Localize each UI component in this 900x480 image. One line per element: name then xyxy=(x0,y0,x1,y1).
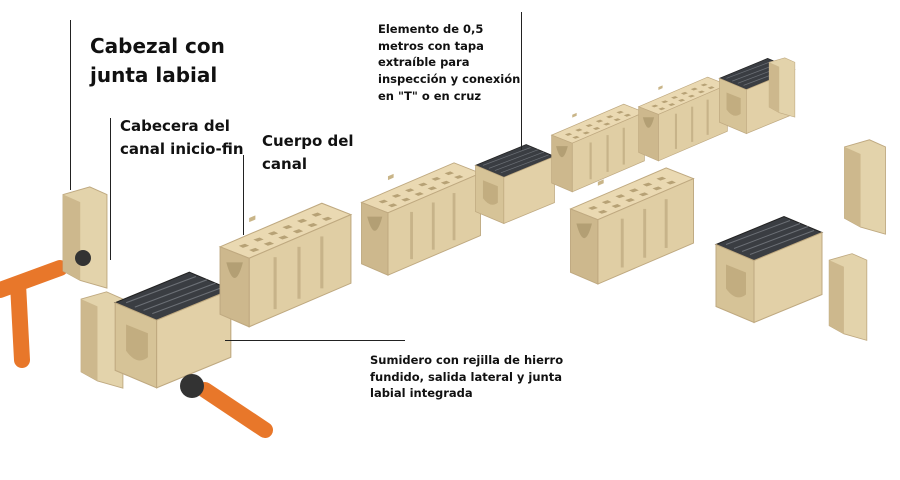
label-line: canal xyxy=(262,155,307,174)
end-cap-far xyxy=(768,57,796,118)
t-element-grate xyxy=(475,144,555,224)
label-line: Cuerpo del xyxy=(262,132,354,150)
label-cabecera: Cabecera del canal inicio-fin xyxy=(120,115,244,162)
label-line: inspección y conexión xyxy=(378,72,521,87)
leader-line-elemento xyxy=(521,12,522,150)
label-line: canal inicio-fin xyxy=(120,140,244,159)
leader-line-cabecera xyxy=(110,118,111,260)
channel-body-2 xyxy=(360,161,482,277)
label-line: labial integrada xyxy=(370,386,473,401)
sump-with-grate xyxy=(114,271,232,389)
channel-body-3 xyxy=(550,102,646,194)
end-cap-top xyxy=(62,186,108,289)
channel-body-1 xyxy=(218,201,353,329)
leader-line-cabezal xyxy=(70,20,71,190)
branch-end-cap-2 xyxy=(828,253,868,341)
label-elemento: Elemento de 0,5 metros con tapa extraíbl… xyxy=(378,21,520,104)
label-line: en "T" o en cruz xyxy=(378,88,482,103)
label-line: junta labial xyxy=(90,63,218,87)
label-line: extraíble para xyxy=(378,55,470,70)
channel-body-4 xyxy=(637,76,729,162)
label-cabezal: Cabezal con junta labial xyxy=(90,32,225,90)
pipe-left xyxy=(0,260,68,368)
label-line: Sumidero con rejilla de hierro xyxy=(370,353,564,367)
leader-line-sumidero xyxy=(225,340,405,341)
channel-branch-body xyxy=(568,165,696,287)
label-line: Cabezal con xyxy=(90,34,225,58)
label-line: Elemento de 0,5 xyxy=(378,22,484,36)
leader-line-cuerpo xyxy=(243,155,244,235)
label-line: Cabecera del xyxy=(120,117,230,135)
label-line: metros con tapa xyxy=(378,38,484,53)
label-sumidero: Sumidero con rejilla de hierro fundido, … xyxy=(370,352,563,402)
label-line: fundido, salida lateral y junta xyxy=(370,369,562,384)
branch-end-cap-1 xyxy=(844,139,886,235)
branch-sump-grate xyxy=(715,215,823,324)
label-cuerpo: Cuerpo del canal xyxy=(262,130,354,177)
pipe-bottom xyxy=(197,382,273,438)
